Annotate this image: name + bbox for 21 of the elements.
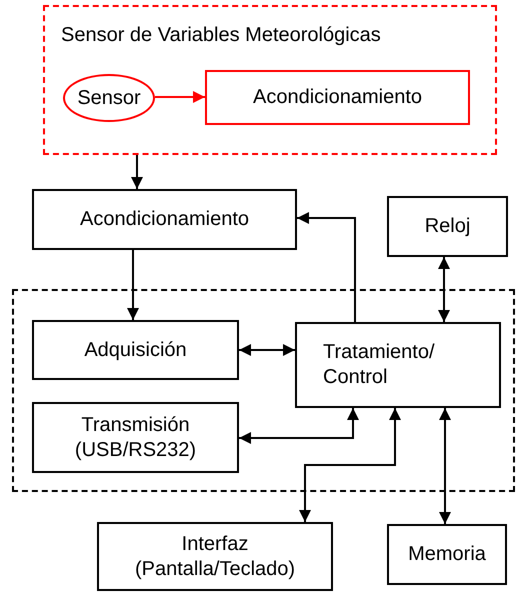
process-box: Acondicionamiento (205, 70, 470, 125)
arrow (299, 408, 401, 522)
arrow (131, 155, 143, 189)
dashed-region-box (12, 289, 515, 492)
arrow (155, 91, 205, 103)
process-box: Transmisión (USB/RS232) (32, 402, 239, 473)
arrow (239, 408, 359, 444)
arrow (438, 257, 450, 322)
arrow (439, 408, 451, 524)
sensor-ellipse: Sensor (63, 74, 155, 122)
group-title: Sensor de Variables Meteorológicas (61, 23, 381, 48)
arrow (239, 344, 295, 356)
process-box: Memoria (387, 524, 507, 585)
process-box: Reloj (387, 196, 508, 257)
process-box: Interfaz (Pantalla/Teclado) (97, 522, 333, 591)
process-box: Tratamiento/ Control (295, 322, 501, 408)
arrow (127, 250, 139, 320)
process-box: Adquisición (32, 320, 239, 380)
process-box: Acondicionamiento (32, 189, 297, 250)
arrow (297, 212, 356, 322)
dashed-group-box (43, 5, 497, 155)
